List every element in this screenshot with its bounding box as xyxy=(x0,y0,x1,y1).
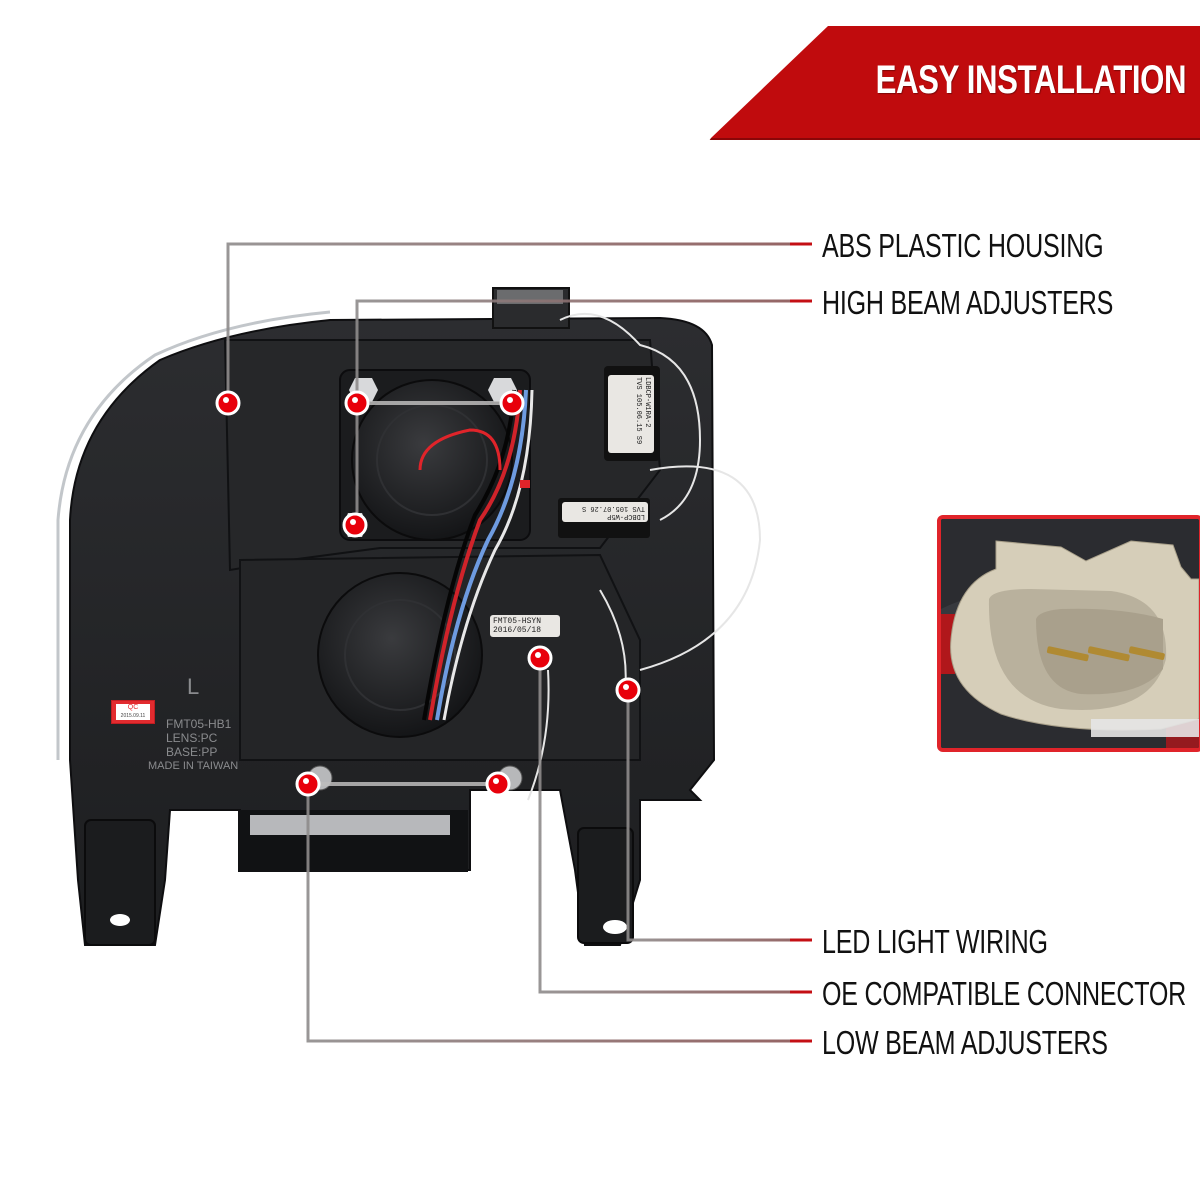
module-label-2-part: LDBCP-W5P xyxy=(607,512,645,520)
qc-label: QC xyxy=(127,704,139,711)
base-marking: BASE:PP xyxy=(166,745,218,759)
module-label-2: LDBCP-W5P TVS 105.07.26 S xyxy=(562,502,648,522)
callout-low-beam-adjusters: LOW BEAM ADJUSTERS xyxy=(822,1024,1108,1061)
connector-label: FMT05-HSYN 2016/05/18 xyxy=(490,615,560,637)
connector-label-part: FMT05-HSYN xyxy=(493,617,542,626)
marker-dot-high-beam-1 xyxy=(344,390,370,416)
marker-dot-connector xyxy=(527,645,553,671)
leader-lines xyxy=(226,242,812,1043)
marker-dot-low-beam-2 xyxy=(485,771,511,797)
marker-dot-low-beam-1 xyxy=(295,771,321,797)
easy-installation-banner: EASY INSTALLATION xyxy=(0,0,1200,141)
lens-marking: LENS:PC xyxy=(166,731,218,745)
marker-dot-high-beam-2 xyxy=(499,390,525,416)
module-label-1-part: LDBCP-W1RA-2 xyxy=(643,377,651,428)
side-marking: L xyxy=(187,674,200,699)
origin-marking: MADE IN TAIWAN xyxy=(148,760,239,772)
connector-label-date: 2016/05/18 xyxy=(493,626,542,635)
qc-sticker: QC 2015.09.11 xyxy=(111,700,155,724)
marker-dot-led-wiring xyxy=(615,677,641,703)
banner-title: EASY INSTALLATION xyxy=(875,58,1186,102)
connector-closeup-inset xyxy=(937,515,1200,752)
callout-oe-compatible-connector: OE COMPATIBLE CONNECTOR xyxy=(822,975,1187,1012)
module-label-1-date: TVS 105.06.15 S9 xyxy=(634,377,642,445)
marker-dot-housing xyxy=(215,390,241,416)
callout-led-light-wiring: LED LIGHT WIRING xyxy=(822,923,1048,960)
headlight-housing xyxy=(56,287,762,946)
connector-closeup-image xyxy=(941,519,1199,748)
qc-date: 2015.09.11 xyxy=(120,713,146,719)
module-label-2-date: TVS 105.07.26 S xyxy=(581,504,645,512)
marker-dot-high-beam-3 xyxy=(342,512,368,538)
callout-abs-plastic-housing: ABS PLASTIC HOUSING xyxy=(822,227,1104,264)
callout-high-beam-adjusters: HIGH BEAM ADJUSTERS xyxy=(822,284,1114,321)
part-marking: FMT05-HB1 xyxy=(166,717,232,731)
leader-end-caps xyxy=(790,242,812,1043)
module-label-1: LDBCP-W1RA-2 TVS 105.06.15 S9 xyxy=(608,375,654,453)
marker-dots xyxy=(215,390,641,797)
